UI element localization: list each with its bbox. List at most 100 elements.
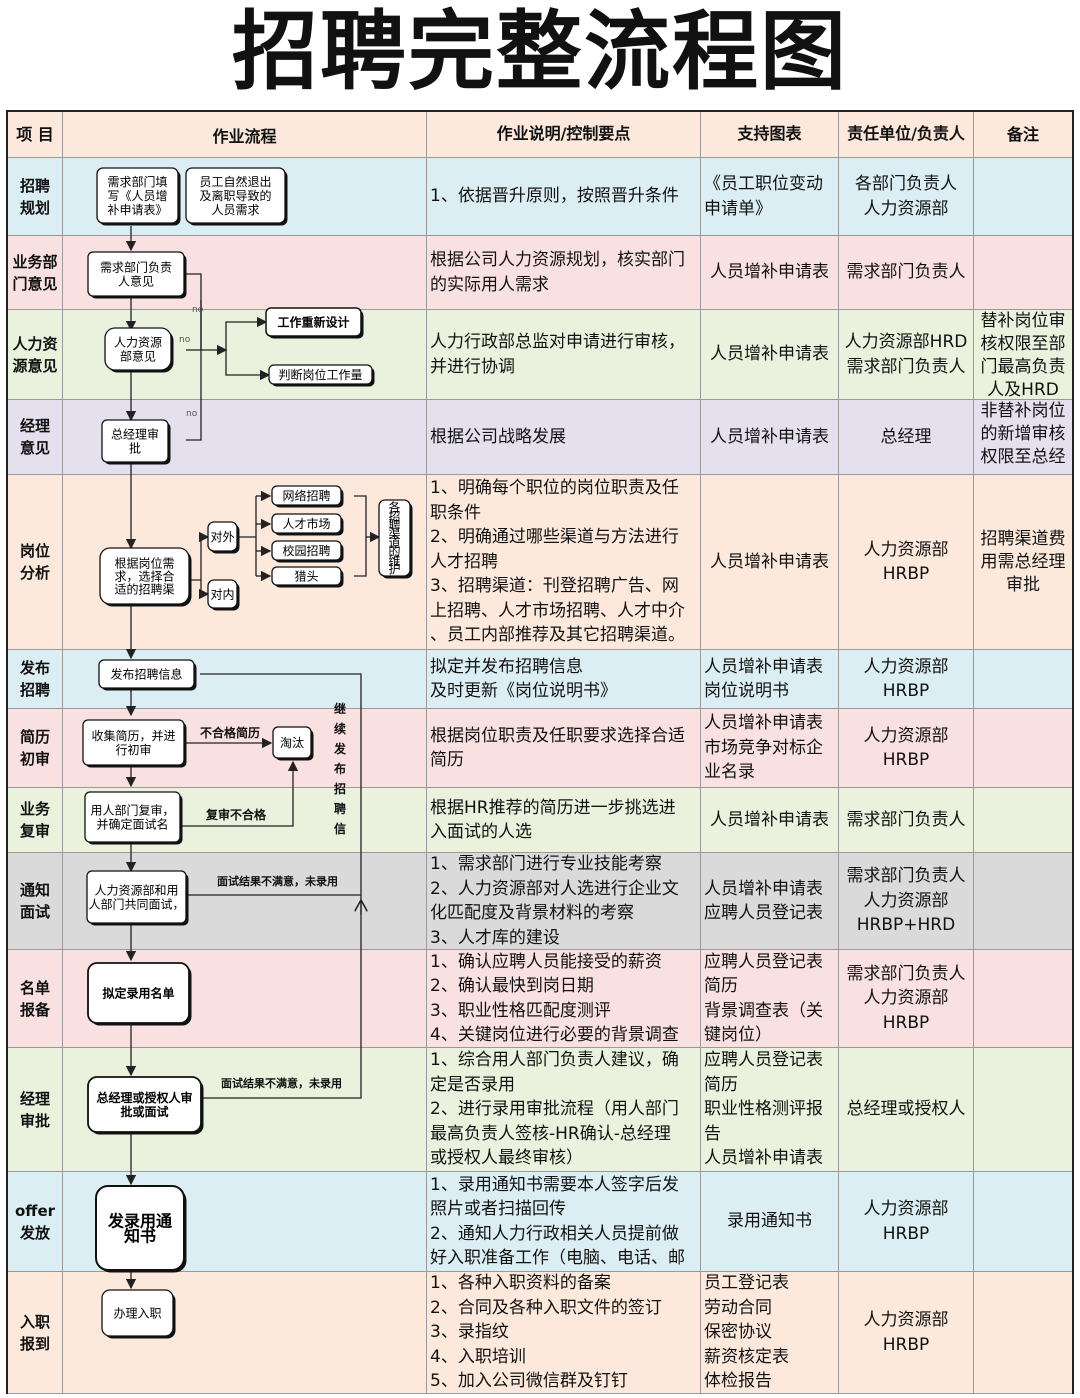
row-item-label: 业务 复审 [8, 788, 63, 852]
header-item: 项 目 [8, 112, 63, 157]
row-responsible: 需求部门负责人 人力资源部 HRBP [839, 950, 974, 1047]
row-flow-cell [63, 310, 427, 399]
row-note [974, 650, 1072, 708]
row-item-label: offer 发放 [8, 1172, 63, 1271]
row-note [974, 236, 1072, 309]
row-description: 1、综合用人部门负责人建议，确 定是否录用 2、进行录用审批流程（用人部门 最高… [427, 1048, 701, 1171]
row-support-form: 录用通知书 [701, 1172, 839, 1271]
header-flow: 作业流程 [63, 112, 427, 157]
row-item-label: 入职 报到 [8, 1272, 63, 1393]
header-form: 支持图表 [701, 112, 839, 157]
row-responsible: 总经理 [839, 400, 974, 474]
table-row: 经理 审批 1、综合用人部门负责人建议，确 定是否录用 2、进行录用审批流程（用人… [8, 1048, 1072, 1172]
row-item-label: 简历 初审 [8, 709, 63, 787]
row-note: 非替补岗位 的新增审核 权限至总经 [980, 401, 1066, 467]
row-description: 根据HR推荐的简历进一步挑选进 入面试的人选 [427, 788, 701, 852]
row-flow-cell [63, 236, 427, 309]
row-item-label: 人力资 源意见 [8, 310, 63, 399]
row-flow-cell [63, 400, 427, 474]
row-description: 人力行政部总监对申请进行审核， 并进行协调 [427, 310, 701, 399]
row-support-form: 应聘人员登记表 简历 背景调查表（关 键岗位） [701, 950, 839, 1047]
process-table: 项 目作业流程作业说明/控制要点支持图表责任单位/负责人 备注招聘 规划 1、依据晋… [6, 110, 1074, 1394]
row-responsible: 人力资源部HRD 需求部门负责人 [839, 310, 974, 399]
row-responsible: 人力资源部 HRBP [839, 650, 974, 708]
row-note: 招聘渠道费 用需总经理 审批 [980, 528, 1066, 595]
row-support-form: 人员增补申请表 市场竞争对标企 业名录 [701, 709, 839, 787]
row-support-form: 员工登记表 劳动合同 保密协议 薪资核定表 体检报告 [701, 1272, 839, 1393]
table-row: 入职 报到 1、各种入职资料的备案 2、合同及各种入职文件的签订 3、录指纹 4、… [8, 1272, 1072, 1394]
table-row: 业务 复审 根据HR推荐的简历进一步挑选进 入面试的人选人员增补申请表需求部门负责… [8, 788, 1072, 853]
row-description: 1、需求部门进行专业技能考察 2、人力资源部对人选进行企业文 化匹配度及背景材料… [427, 853, 701, 949]
table-header-row: 项 目作业流程作业说明/控制要点支持图表责任单位/负责人 备注 [8, 112, 1072, 158]
table-row: 发布 招聘 拟定并发布招聘信息 及时更新《岗位说明书》人员增补申请表 岗位说明书人… [8, 650, 1072, 709]
row-responsible: 需求部门负责人 [839, 236, 974, 309]
row-support-form: 人员增补申请表 [701, 310, 839, 399]
row-note [974, 1048, 1072, 1171]
row-flow-cell [63, 788, 427, 852]
row-responsible: 总经理或授权人 [839, 1048, 974, 1171]
row-responsible: 人力资源部 HRBP [839, 1172, 974, 1271]
row-description: 根据公司战略发展 [427, 400, 701, 474]
row-note [974, 788, 1072, 852]
row-note [974, 1172, 1072, 1271]
table-row: 经理 意见 根据公司战略发展人员增补申请表总经理非替补岗位 的新增审核 权限至总经 [8, 400, 1072, 475]
table-row: 业务部 门意见 根据公司人力资源规划，核实部门 的实际用人需求人员增补申请表需求部… [8, 236, 1072, 310]
row-description: 1、明确每个职位的岗位职责及任 职条件 2、明确通过哪些渠道与方法进行 人才招聘… [427, 475, 701, 649]
row-support-form: 人员增补申请表 应聘人员登记表 [701, 853, 839, 949]
row-note [974, 158, 1072, 235]
row-description: 1、确认应聘人员能接受的薪资 2、确认最快到岗日期 3、职业性格匹配度测评 4、… [427, 950, 701, 1047]
row-note [974, 853, 1072, 949]
row-responsible: 人力资源部 HRBP [839, 475, 974, 649]
table-row: 简历 初审 根据岗位职责及任职要求选择合适 简历人员增补申请表 市场竞争对标企 业… [8, 709, 1072, 788]
table-row: 招聘 规划 1、依据晋升原则，按照晋升条件《员工职位变动 申请单》各部门负责人 人… [8, 158, 1072, 236]
row-note [974, 950, 1072, 1047]
row-item-label: 经理 审批 [8, 1048, 63, 1171]
row-responsible: 各部门负责人 人力资源部 [839, 158, 974, 235]
row-responsible: 人力资源部 HRBP [839, 1272, 974, 1393]
row-flow-cell [63, 1172, 427, 1271]
table-row: 岗位 分析 1、明确每个职位的岗位职责及任 职条件 2、明确通过哪些渠道与方法进行… [8, 475, 1072, 650]
header-note: 备注 [1006, 125, 1039, 144]
row-item-label: 业务部 门意见 [8, 236, 63, 309]
row-item-label: 岗位 分析 [8, 475, 63, 649]
row-flow-cell [63, 650, 427, 708]
row-support-form: 人员增补申请表 [701, 475, 839, 649]
row-description: 1、录用通知书需要本人签字后发 照片或者扫描回传 2、通知人力行政相关人员提前做… [427, 1172, 701, 1271]
row-responsible: 需求部门负责人 [839, 788, 974, 852]
row-description: 根据岗位职责及任职要求选择合适 简历 [427, 709, 701, 787]
table-row: offer 发放 1、录用通知书需要本人签字后发 照片或者扫描回传 2、通知人力行… [8, 1172, 1072, 1272]
row-support-form: 人员增补申请表 [701, 236, 839, 309]
row-flow-cell [63, 1048, 427, 1171]
row-description: 拟定并发布招聘信息 及时更新《岗位说明书》 [427, 650, 701, 708]
row-item-label: 通知 面试 [8, 853, 63, 949]
row-flow-cell [63, 475, 427, 649]
row-support-form: 人员增补申请表 [701, 400, 839, 474]
table-row: 人力资 源意见 人力行政部总监对申请进行审核， 并进行协调人员增补申请表人力资源部… [8, 310, 1072, 400]
row-flow-cell [63, 1272, 427, 1393]
page-title: 招聘完整流程图 [232, 2, 848, 102]
header-desc: 作业说明/控制要点 [427, 112, 701, 157]
row-flow-cell [63, 158, 427, 235]
row-item-label: 经理 意见 [8, 400, 63, 474]
row-support-form: 人员增补申请表 [701, 788, 839, 852]
row-support-form: 应聘人员登记表 简历 职业性格测评报 告 人员增补申请表 [701, 1048, 839, 1171]
row-note [974, 709, 1072, 787]
row-responsible: 人力资源部 HRBP [839, 709, 974, 787]
row-item-label: 发布 招聘 [8, 650, 63, 708]
row-description: 根据公司人力资源规划，核实部门 的实际用人需求 [427, 236, 701, 309]
row-description: 1、依据晋升原则，按照晋升条件 [427, 158, 701, 235]
row-flow-cell [63, 950, 427, 1047]
row-support-form: 《员工职位变动 申请单》 [701, 158, 839, 235]
row-support-form: 人员增补申请表 岗位说明书 [701, 650, 839, 708]
row-description: 1、各种入职资料的备案 2、合同及各种入职文件的签订 3、录指纹 4、入职培训 … [427, 1272, 701, 1393]
row-flow-cell [63, 853, 427, 949]
row-flow-cell [63, 709, 427, 787]
header-resp: 责任单位/负责人 [839, 112, 974, 157]
row-note [974, 1272, 1072, 1393]
table-row: 通知 面试 1、需求部门进行专业技能考察 2、人力资源部对人选进行企业文 化匹配度… [8, 853, 1072, 950]
row-responsible: 需求部门负责人 人力资源部 HRBP+HRD [839, 853, 974, 949]
row-item-label: 名单 报备 [8, 950, 63, 1047]
row-note: 替补岗位审 核权限至部 门最高负责 人及HRD [980, 311, 1066, 399]
row-item-label: 招聘 规划 [8, 158, 63, 235]
table-row: 名单 报备 1、确认应聘人员能接受的薪资 2、确认最快到岗日期 3、职业性格匹配度… [8, 950, 1072, 1048]
